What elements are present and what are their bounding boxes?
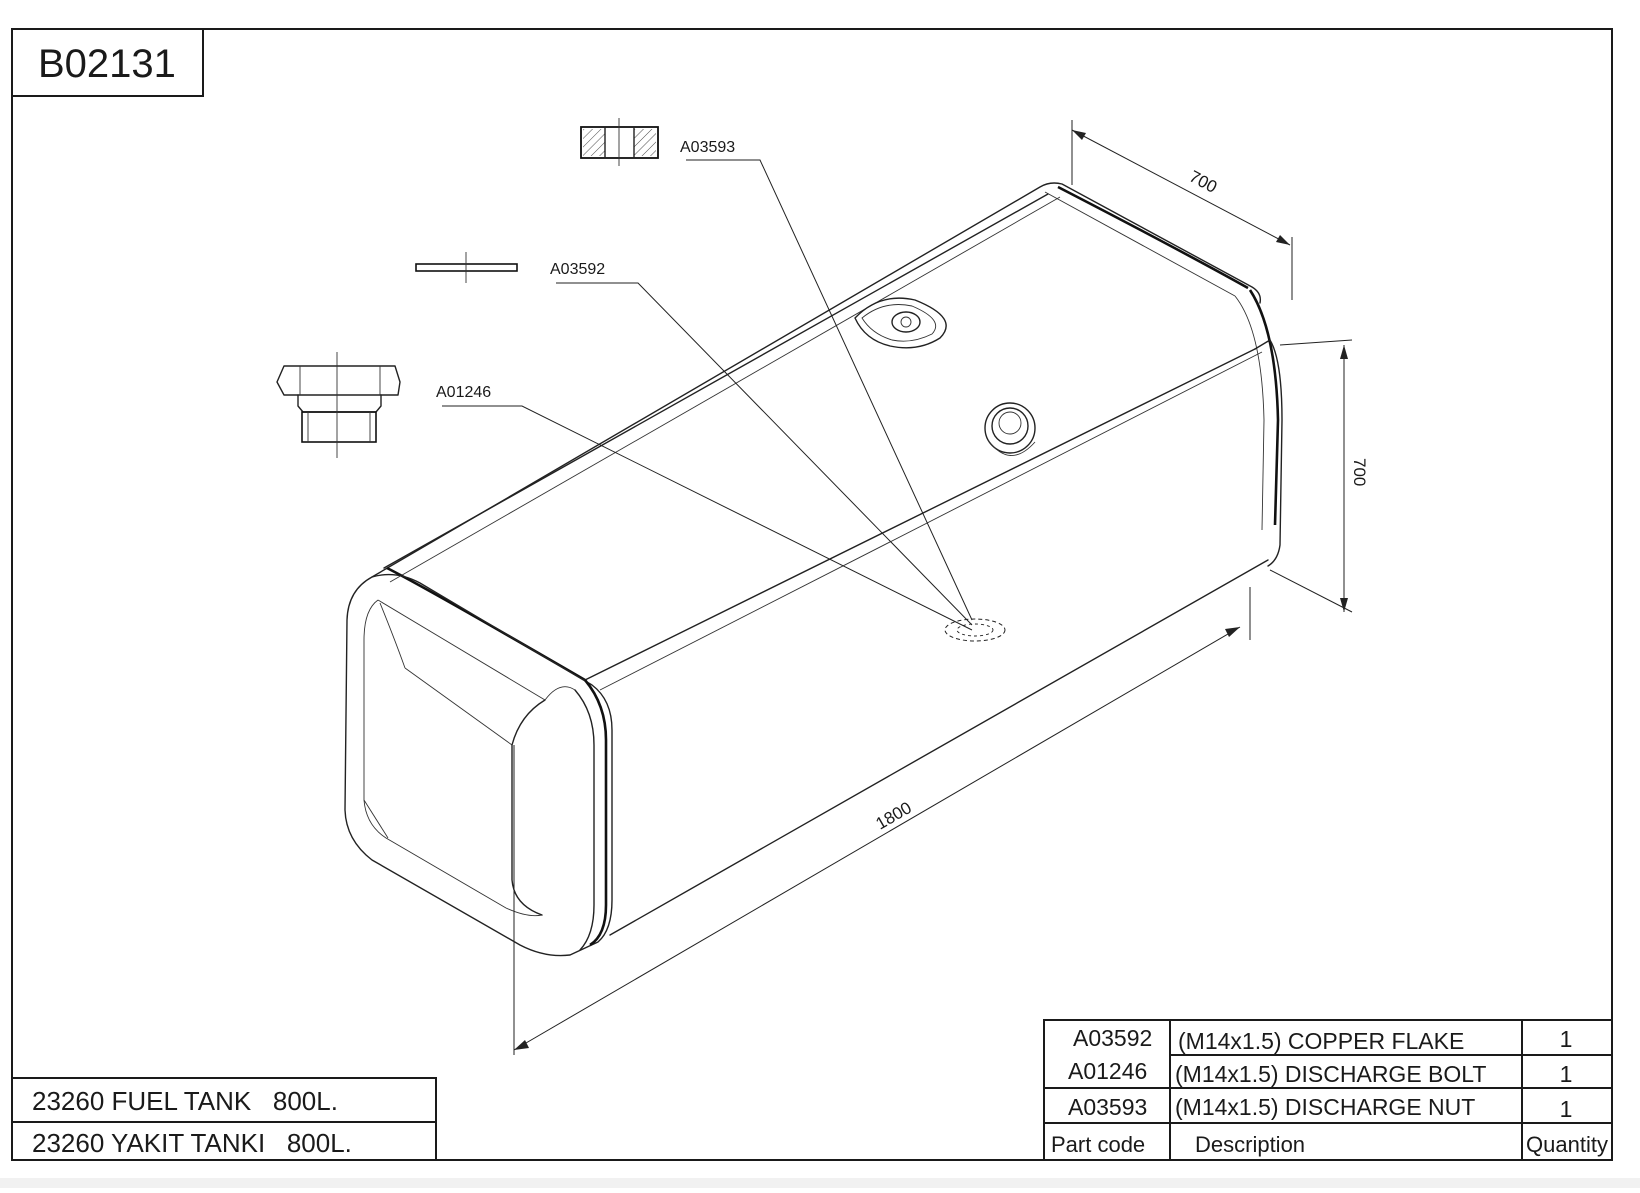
callout-washer-label: A03592: [550, 261, 605, 278]
callout-washer-leader: [556, 282, 973, 626]
title-line-1: 23260 FUEL TANK 800L.: [32, 1086, 338, 1116]
row3-quantity: 1: [1560, 1096, 1573, 1122]
callout-bolt-label: A01246: [436, 384, 491, 401]
filler-cap-icon: [854, 297, 947, 349]
table-row: A03593 (M14x1.5) DISCHARGE NUT 1: [1068, 1094, 1572, 1122]
table-row: A01246 (M14x1.5) DISCHARGE BOLT 1: [1068, 1058, 1572, 1087]
discharge-nut-part: [580, 118, 659, 166]
drawing-code: B02131: [38, 42, 176, 86]
row1-description: (M14x1.5) COPPER FLAKE: [1178, 1028, 1464, 1054]
sheet-border: [11, 28, 1613, 1161]
callout-bolt-leader: [442, 405, 973, 631]
drain-port-icon: [944, 618, 1006, 642]
drawing-code-box: [11, 28, 204, 97]
callout-nut-label: A03593: [680, 139, 735, 156]
table-row: A03592 (M14x1.5) COPPER FLAKE 1: [1073, 1025, 1572, 1054]
discharge-bolt-part: [276, 352, 401, 458]
parts-table: A03592 (M14x1.5) COPPER FLAKE 1 A01246 (…: [1043, 1019, 1613, 1161]
dimension-length: 1800: [513, 587, 1251, 1055]
title-line-2: 23260 YAKIT TANKI 800L.: [32, 1128, 352, 1158]
header-description: Description: [1195, 1132, 1305, 1157]
row3-description: (M14x1.5) DISCHARGE NUT: [1175, 1094, 1475, 1120]
callout-nut-leader: [686, 159, 973, 621]
header-part-code: Part code: [1051, 1132, 1145, 1157]
bottom-margin: [0, 1178, 1640, 1188]
dimension-height: 700: [1269, 339, 1369, 613]
row3-code: A03593: [1068, 1094, 1147, 1120]
dimension-length-label: 1800: [873, 798, 915, 833]
row1-quantity: 1: [1560, 1026, 1573, 1052]
fuel-tank: [344, 182, 1283, 957]
row2-quantity: 1: [1560, 1061, 1573, 1087]
neck-fitting-icon: [984, 402, 1036, 456]
copper-washer-part: [415, 252, 518, 283]
header-quantity: Quantity: [1526, 1132, 1608, 1157]
title-block: 23260 FUEL TANK 800L. 23260 YAKIT TANKI …: [11, 1077, 437, 1161]
table-header-row: Part code Description Quantity: [1051, 1132, 1608, 1157]
row2-description: (M14x1.5) DISCHARGE BOLT: [1175, 1061, 1486, 1087]
row2-code: A01246: [1068, 1058, 1147, 1084]
dimension-height-label: 700: [1350, 458, 1369, 486]
row1-code: A03592: [1073, 1025, 1152, 1051]
